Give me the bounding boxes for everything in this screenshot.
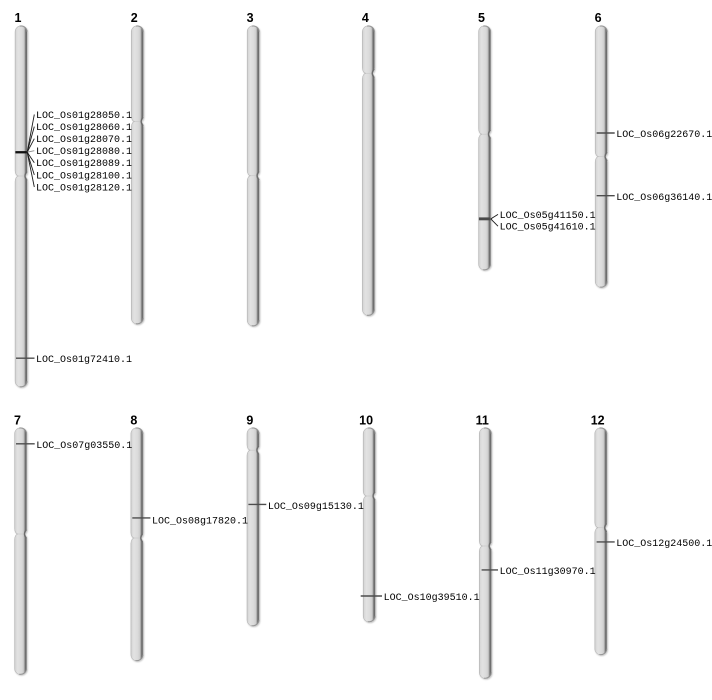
svg-text:9: 9 — [246, 414, 253, 428]
svg-text:3: 3 — [247, 11, 254, 25]
svg-text:LOC_Os01g72410.1: LOC_Os01g72410.1 — [36, 355, 132, 366]
svg-text:LOC_Os11g30970.1: LOC_Os11g30970.1 — [500, 567, 596, 578]
svg-text:1: 1 — [15, 11, 22, 25]
svg-text:7: 7 — [14, 414, 21, 428]
svg-text:LOC_Os01g28080.1: LOC_Os01g28080.1 — [36, 147, 132, 158]
svg-text:5: 5 — [478, 11, 485, 25]
svg-text:LOC_Os01g28100.1: LOC_Os01g28100.1 — [36, 171, 132, 182]
svg-text:11: 11 — [476, 414, 489, 428]
svg-text:LOC_Os01g28060.1: LOC_Os01g28060.1 — [36, 123, 132, 134]
svg-text:LOC_Os06g22670.1: LOC_Os06g22670.1 — [616, 130, 712, 141]
svg-text:LOC_Os10g39510.1: LOC_Os10g39510.1 — [384, 593, 480, 604]
svg-text:6: 6 — [595, 11, 602, 25]
svg-text:LOC_Os06g36140.1: LOC_Os06g36140.1 — [616, 193, 712, 204]
svg-text:8: 8 — [130, 414, 137, 428]
svg-text:LOC_Os12g24500.1: LOC_Os12g24500.1 — [616, 539, 712, 550]
svg-text:2: 2 — [131, 11, 138, 25]
svg-text:LOC_Os09g15130.1: LOC_Os09g15130.1 — [268, 502, 364, 513]
svg-text:LOC_Os01g28089.1: LOC_Os01g28089.1 — [36, 159, 132, 170]
svg-text:12: 12 — [591, 414, 605, 428]
svg-text:LOC_Os05g41610.1: LOC_Os05g41610.1 — [500, 223, 596, 234]
svg-text:4: 4 — [362, 11, 369, 25]
svg-text:LOC_Os07g03550.1: LOC_Os07g03550.1 — [36, 441, 132, 452]
svg-text:10: 10 — [359, 414, 373, 428]
svg-text:LOC_Os05g41150.1: LOC_Os05g41150.1 — [500, 211, 596, 222]
svg-text:LOC_Os01g28120.1: LOC_Os01g28120.1 — [36, 183, 132, 194]
svg-text:LOC_Os01g28070.1: LOC_Os01g28070.1 — [36, 135, 132, 146]
svg-text:LOC_Os01g28050.1: LOC_Os01g28050.1 — [36, 111, 132, 122]
svg-text:LOC_Os08g17820.1: LOC_Os08g17820.1 — [152, 516, 248, 527]
